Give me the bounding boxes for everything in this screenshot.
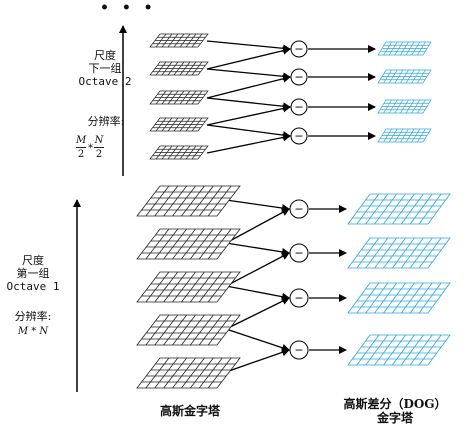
octave2-dog-layer-4 — [377, 128, 432, 143]
octave2-arrow-a-1 — [206, 40, 291, 53]
octave2-difference-op-4: − — [290, 127, 308, 145]
octave2-arrow-b-1 — [206, 46, 291, 70]
octave1-arrow-a-3 — [225, 285, 290, 301]
octave1-gaussian-layer-2 — [136, 228, 241, 260]
octave2-arrow-b-3 — [206, 104, 291, 126]
octave1-arrow-b-4 — [225, 348, 290, 373]
octave2-dog-layer-3 — [377, 99, 432, 114]
octave2-arrow-b-4 — [206, 133, 291, 154]
svg-text:−: − — [294, 344, 303, 357]
octave1-difference-op-3: − — [289, 288, 309, 308]
octave1-difference-op-2: − — [289, 243, 309, 263]
svg-text:−: − — [294, 101, 303, 114]
octave2-arrow-a-3 — [206, 97, 291, 111]
octave1-resolution-label: 分辨率: — [14, 310, 52, 323]
octave2-difference-op-1: − — [290, 40, 308, 58]
svg-text:−: − — [294, 203, 303, 216]
octave1-difference-op-1: − — [289, 199, 309, 219]
octave1-resolution-value: M * N — [17, 326, 49, 337]
octave2-arrow-a-4 — [206, 124, 291, 140]
octave2-name: Octave 2 — [78, 75, 132, 88]
octave2-resolution-label: 分辨率: — [87, 115, 125, 128]
octave2-arrow-b-2 — [206, 74, 291, 99]
octave1-gaussian-layer-1 — [136, 185, 241, 217]
octave2-arrow-a-2 — [206, 68, 291, 81]
octave1-dog-layer-4 — [347, 334, 451, 366]
octave2-difference-op-2: − — [290, 68, 308, 86]
octave1-arrow-b-3 — [225, 297, 290, 330]
octave1-arrow-a-2 — [225, 242, 290, 256]
octave1-dog-layer-3 — [347, 282, 451, 314]
octave1-arrow-b-2 — [225, 252, 290, 287]
octave1-gaussian-layer-4 — [136, 314, 241, 346]
octave1-arrow-a-4 — [225, 328, 290, 352]
octave1-arrow-b-1 — [225, 208, 290, 244]
octave2-gaussian-layer-1 — [149, 33, 209, 48]
svg-text:−: − — [294, 130, 303, 143]
ellipsis: • • • — [100, 0, 157, 16]
octave2-gaussian-layer-4 — [149, 117, 209, 132]
octave1-group-label: 第一组 — [16, 267, 50, 280]
octave2-group-label: 下一组 — [88, 62, 122, 75]
octave2-dog-layer-1 — [377, 41, 432, 56]
svg-text:−: − — [294, 43, 303, 56]
fraction-operator: * — [88, 143, 93, 154]
octave2-dog-layer-2 — [377, 69, 432, 84]
octave2-scale-label: 尺度 — [94, 49, 116, 62]
octave1-difference-op-4: − — [289, 340, 309, 360]
dog-caption-line2: 金字塔 — [376, 411, 413, 425]
svg-text:−: − — [294, 247, 303, 260]
octave1-dog-layer-1 — [347, 193, 451, 225]
octave1-name: Octave 1 — [6, 280, 60, 293]
octave2-gaussian-layer-3 — [149, 90, 209, 105]
gaussian-pyramid-caption: 高斯金字塔 — [159, 404, 220, 418]
octave1-arrow-a-1 — [225, 199, 290, 212]
octave1-gaussian-layer-5 — [136, 357, 241, 389]
octave2-gaussian-layer-2 — [149, 61, 209, 76]
svg-text:−: − — [294, 292, 303, 305]
dog-caption-line1: 高斯差分（DOG） — [343, 397, 447, 411]
octave2-gaussian-layer-5 — [149, 145, 209, 160]
octave2-difference-op-3: − — [290, 98, 308, 116]
octave1-dog-layer-2 — [347, 237, 451, 269]
svg-text:−: − — [294, 71, 303, 84]
octave1-scale-label: 尺度 — [22, 254, 44, 267]
octave1-gaussian-layer-3 — [136, 271, 241, 303]
